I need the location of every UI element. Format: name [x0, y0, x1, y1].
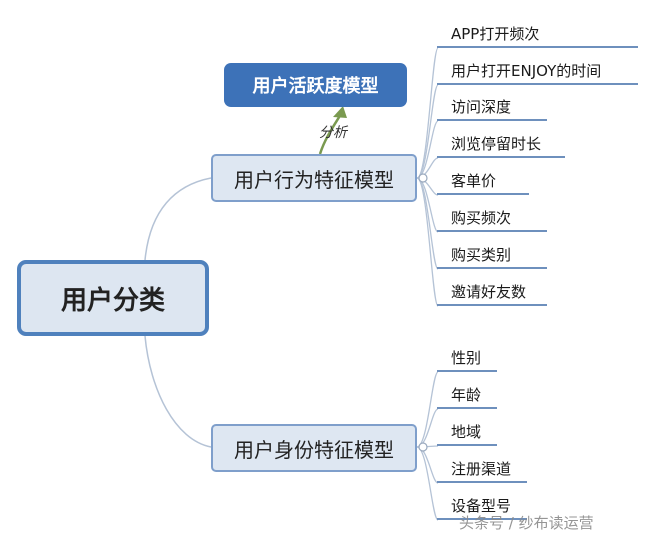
behavior-item[interactable]: 购买频次	[437, 206, 547, 232]
profile-item[interactable]: 注册渠道	[437, 457, 527, 483]
behavior-model-label: 用户行为特征模型	[234, 167, 394, 192]
behavior-item[interactable]: 用户打开ENJOY的时间	[437, 59, 638, 85]
behavior-item[interactable]: APP打开频次	[437, 22, 638, 48]
root-label: 用户分类	[60, 285, 165, 316]
profile-item[interactable]: 性别	[437, 346, 497, 372]
profile-item[interactable]: 地域	[437, 420, 497, 446]
watermark-text: 头条号 / 纱布读运营	[459, 514, 594, 532]
profile-item[interactable]: 年龄	[437, 383, 497, 409]
analysis-arrowhead	[333, 106, 347, 118]
profile-collapse-dot[interactable]	[418, 442, 428, 452]
connector-root-profile	[144, 335, 212, 448]
behavior-item[interactable]: 邀请好友数	[437, 280, 547, 306]
root-node[interactable]: 用户分类	[17, 260, 209, 336]
profile-item[interactable]: 设备型号	[437, 494, 527, 520]
activity-model-node[interactable]: 用户活跃度模型	[224, 63, 407, 107]
behavior-item[interactable]: 购买类别	[437, 243, 547, 269]
profile-model-label: 用户身份特征模型	[234, 437, 394, 462]
analysis-edge-label: 分析	[319, 125, 347, 141]
behavior-model-node[interactable]: 用户行为特征模型	[211, 154, 417, 202]
activity-model-label: 用户活跃度模型	[252, 76, 379, 97]
behavior-item[interactable]: 客单价	[437, 169, 529, 195]
behavior-item[interactable]: 访问深度	[437, 95, 547, 121]
profile-model-node[interactable]: 用户身份特征模型	[211, 424, 417, 472]
behavior-collapse-dot[interactable]	[418, 173, 428, 183]
connector-root-behavior	[144, 177, 212, 261]
behavior-item[interactable]: 浏览停留时长	[437, 132, 565, 158]
